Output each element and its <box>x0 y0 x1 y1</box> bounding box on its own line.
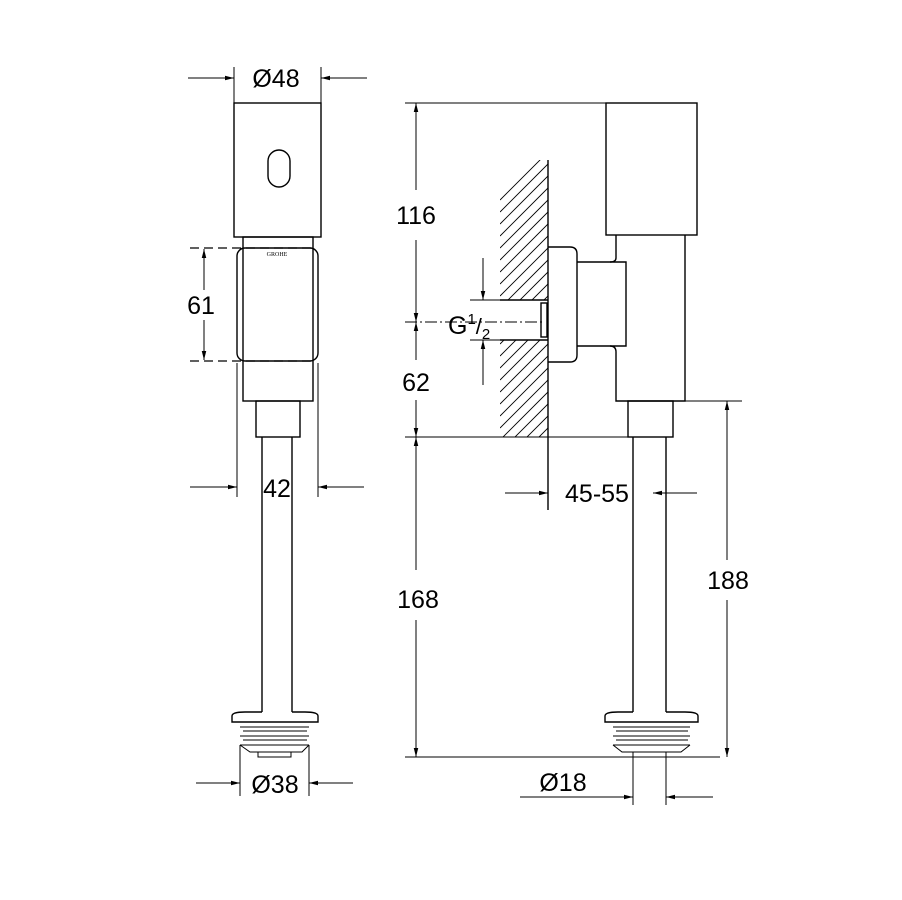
escutcheon <box>548 246 578 363</box>
cover-plate <box>236 247 319 362</box>
valve-body <box>242 236 314 402</box>
dim-pipe-diameter: Ø18 <box>539 769 586 797</box>
dim-total-pipe-height: 188 <box>707 567 749 595</box>
brand-logo: GROHE <box>267 252 288 258</box>
dim-top-diameter: Ø48 <box>252 65 299 93</box>
connector <box>577 261 627 347</box>
dim-thread: G1/2 <box>448 311 490 343</box>
dim-body-width: 42 <box>263 475 291 503</box>
flange-side <box>604 711 699 753</box>
dim-upper-height: 116 <box>396 202 436 230</box>
side-view: G1/2 116 62 168 45-55 188 <box>396 102 749 805</box>
dim-flange-diameter: Ø38 <box>251 771 298 799</box>
lower-stub-side <box>627 400 674 438</box>
flange <box>231 711 319 758</box>
wall-hatching <box>500 160 548 437</box>
lower-stub <box>255 400 301 438</box>
front-view: GROHE Ø48 61 42 Ø38 <box>187 65 367 799</box>
dim-pipe-length: 168 <box>397 586 439 614</box>
dim-wall-distance: 45-55 <box>565 480 629 508</box>
dim-cover-height: 61 <box>187 292 215 320</box>
sensor-head-side <box>605 102 698 236</box>
valve-body-side <box>609 235 686 402</box>
sensor-window-icon <box>267 149 291 188</box>
sensor-head <box>233 102 322 238</box>
dim-lower-height: 62 <box>402 369 430 397</box>
